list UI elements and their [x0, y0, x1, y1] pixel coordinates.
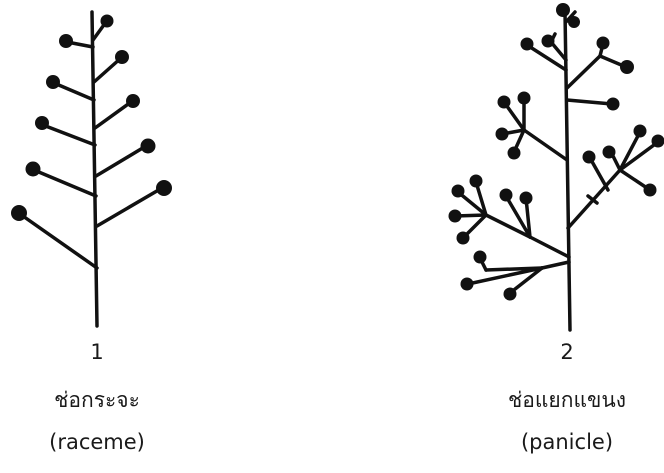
panicle-drawing — [453, 10, 660, 332]
raceme-drawing — [18, 10, 164, 328]
figure-1-number: 1 — [90, 340, 104, 364]
inflorescence-diagram — [11, 3, 664, 332]
figure-2-latin-name: (panicle) — [520, 430, 614, 454]
figure-1-thai-name: ช่อกระจะ — [54, 388, 140, 412]
figure-1-latin-name: (raceme) — [49, 430, 145, 454]
raceme-flower-buds — [11, 14, 172, 221]
panicle-flower-buds — [448, 3, 664, 301]
figure-2-thai-name: ช่อแยกแขนง — [508, 388, 626, 412]
figure-2-number: 2 — [560, 340, 574, 364]
